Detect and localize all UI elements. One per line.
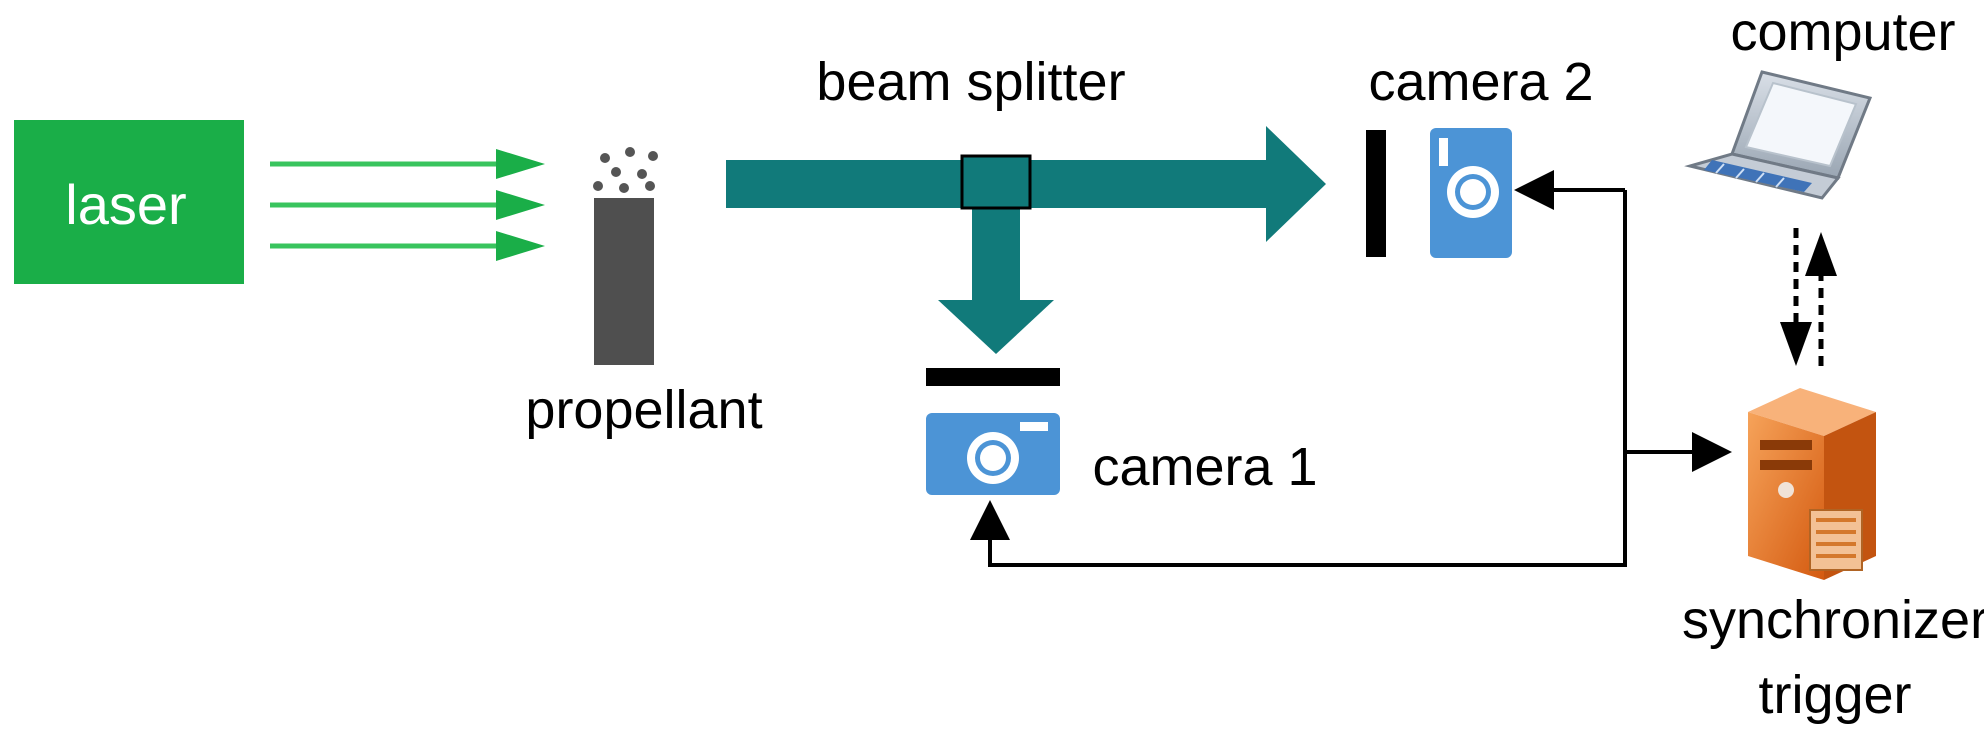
camera-icon <box>1430 128 1512 258</box>
laptop-icon <box>1684 70 1873 200</box>
propellant-column <box>594 198 654 365</box>
camera-icon <box>926 413 1060 495</box>
propellant-particles <box>593 147 658 193</box>
trigger-wiring <box>970 170 1732 567</box>
camera-1-label: camera 1 <box>1092 437 1317 497</box>
computer-sync-link <box>1780 228 1837 366</box>
camera-2-label: camera 2 <box>1368 52 1593 112</box>
laser-body <box>14 120 244 284</box>
laser-label: laser <box>65 173 186 236</box>
beam-splitter-label: beam splitter <box>816 52 1125 112</box>
laser-ray-middle <box>270 190 545 220</box>
synchronizer-trigger: synchronizer trigger <box>1682 388 1984 725</box>
beam-arrowhead-right <box>1266 126 1326 242</box>
server-icon <box>1748 388 1876 580</box>
camera-1: camera 1 <box>926 413 1318 497</box>
synchronizer-label-line2: trigger <box>1758 665 1911 725</box>
trigger-line-camera-1 <box>970 190 1627 567</box>
laser-ray-bottom <box>270 231 545 261</box>
beam-vertical <box>972 200 1020 305</box>
beam-splitter-cube <box>960 154 1032 210</box>
synchronizer-label-line1: synchronizer <box>1682 590 1984 650</box>
beam-arrowhead-down <box>938 300 1054 354</box>
computer: computer <box>1684 2 1956 200</box>
computer-label: computer <box>1730 2 1955 62</box>
camera-1-filter <box>926 368 1060 386</box>
laser-rays <box>270 149 545 261</box>
laser-beam: beam splitter <box>726 52 1326 354</box>
camera-2-filter <box>1366 130 1386 257</box>
propellant-sample: propellant <box>525 147 763 440</box>
propellant-label: propellant <box>525 380 762 440</box>
camera-2: camera 2 <box>1368 52 1594 258</box>
laser-box: laser <box>14 120 244 284</box>
laser-ray-top <box>270 149 545 179</box>
